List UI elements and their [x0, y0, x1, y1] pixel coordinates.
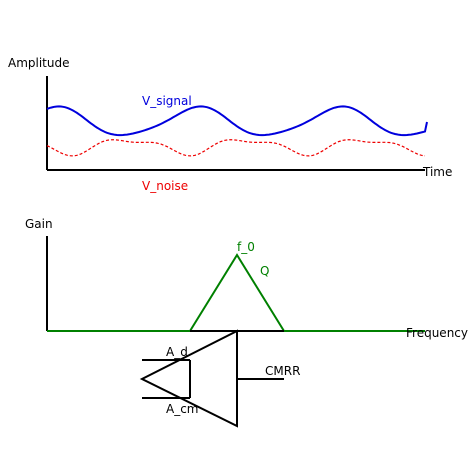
gain-axis-label: Gain	[25, 217, 53, 231]
noise-label: V_noise	[142, 179, 188, 193]
time-domain-panel: Amplitude Time V_signal V_noise	[8, 56, 452, 193]
common-mode-gain-label: A_cm	[166, 402, 199, 416]
signal-label: V_signal	[142, 94, 192, 108]
gain-response-panel: Gain Frequency f_0 Q	[25, 217, 468, 340]
center-frequency-label: f_0	[237, 240, 255, 254]
differential-gain-label: A_d	[166, 345, 188, 359]
differential-amplifier: A_d A_cm CMRR	[139, 329, 300, 428]
time-axis-label: Time	[422, 165, 452, 179]
signal-wave	[46, 105, 428, 137]
amplitude-axis-label: Amplitude	[8, 56, 70, 70]
noise-wave	[46, 139, 426, 157]
bandpass-response	[47, 253, 425, 332]
frequency-axis-label: Frequency	[406, 326, 468, 340]
cmrr-label: CMRR	[265, 364, 300, 378]
quality-factor-label: Q	[260, 264, 269, 278]
